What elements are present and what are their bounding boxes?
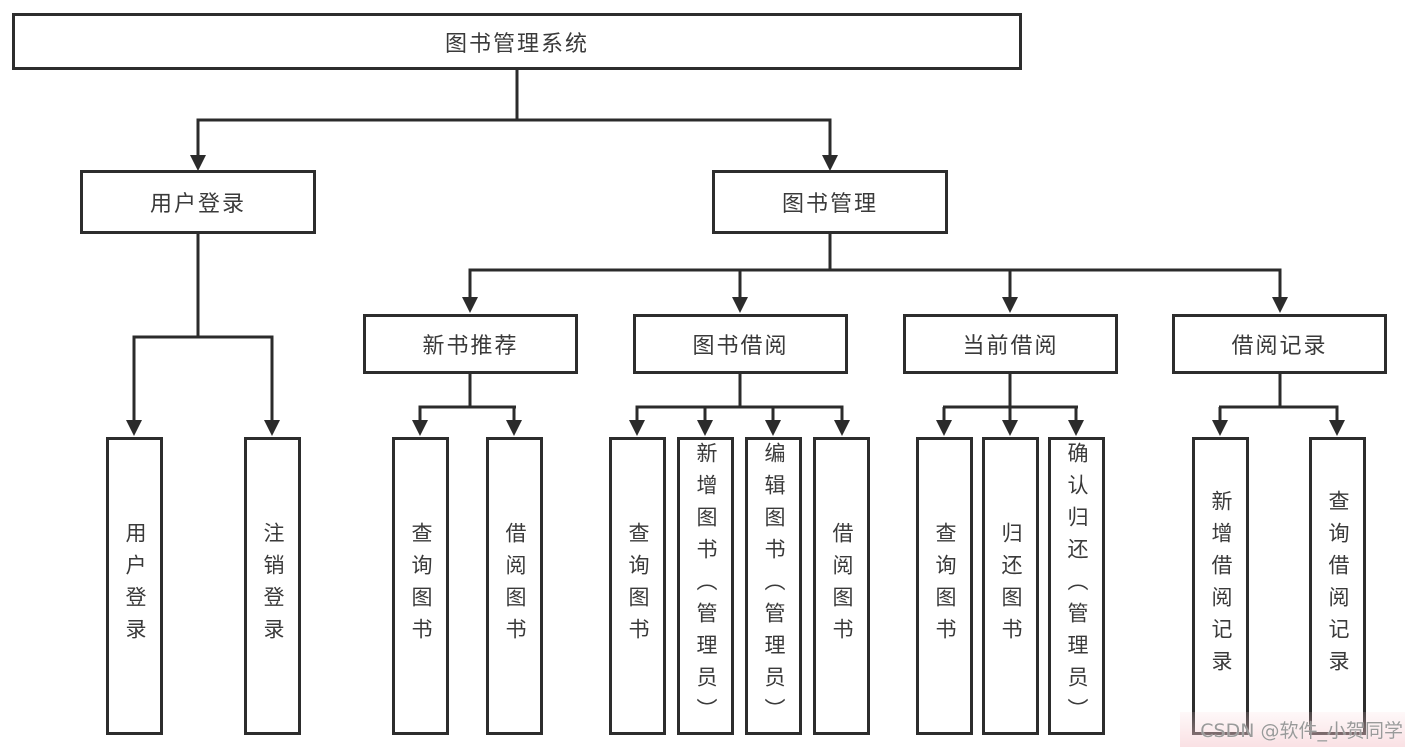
node-current-borrowing: 当前借阅 (903, 314, 1118, 374)
node-new-book-recommend: 新书推荐 (363, 314, 578, 374)
leaf-query-books: 查询图书 (916, 437, 973, 735)
node-library-management-system: 图书管理系统 (12, 13, 1022, 70)
node-user-login: 用户登录 (80, 170, 316, 234)
leaf-logout-login: 注销登录 (244, 437, 301, 735)
leaf-query-books: 查询图书 (392, 437, 449, 735)
leaf-edit-books-admin: 编辑图书（管理员） (745, 437, 802, 735)
leaf-confirm-return-admin: 确认归还（管理员） (1048, 437, 1105, 735)
node-book-borrowing: 图书借阅 (633, 314, 848, 374)
watermark-text: CSDN @软件_小贺同学 (1200, 720, 1403, 742)
leaf-borrow-books: 借阅图书 (813, 437, 870, 735)
leaf-query-books: 查询图书 (609, 437, 666, 735)
leaf-return-books: 归还图书 (982, 437, 1039, 735)
leaf-add-borrow-record: 新增借阅记录 (1192, 437, 1249, 735)
leaf-query-borrow-record: 查询借阅记录 (1309, 437, 1366, 735)
leaf-add-books-admin: 新增图书（管理员） (677, 437, 734, 735)
node-borrow-records: 借阅记录 (1172, 314, 1387, 374)
leaf-user-login: 用户登录 (106, 437, 163, 735)
node-book-management: 图书管理 (712, 170, 948, 234)
leaf-borrow-books: 借阅图书 (486, 437, 543, 735)
watermark: CSDN @软件_小贺同学 (1180, 712, 1405, 747)
